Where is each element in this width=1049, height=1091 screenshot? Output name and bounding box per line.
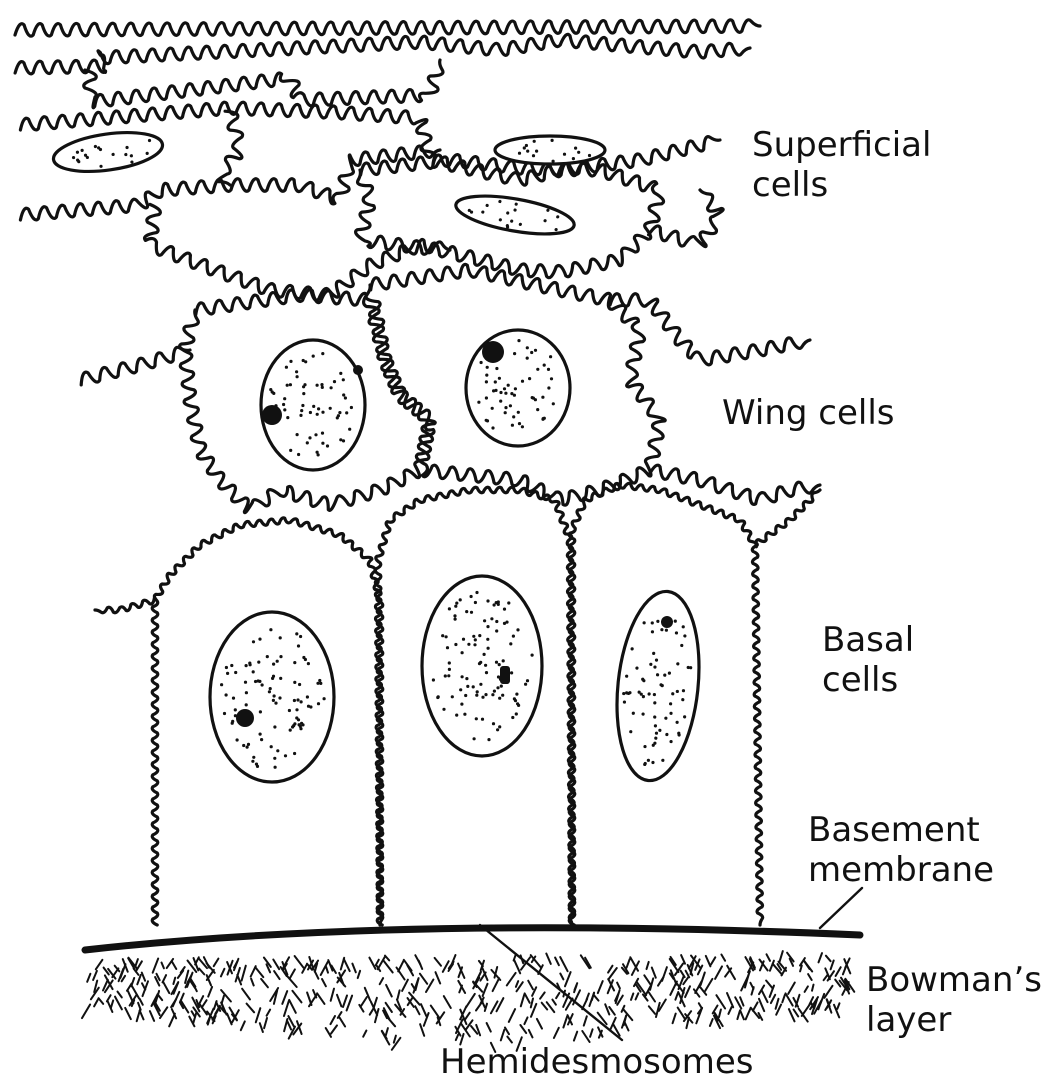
label-basal-cells: Basal cells [822, 620, 914, 700]
superficial-cells-layer [15, 20, 760, 300]
basement-membrane-pointer [820, 888, 862, 928]
basal-nucleus [422, 576, 542, 756]
label-hemidesmosomes: Hemidesmosomes [440, 1042, 753, 1082]
basal-cells-layer [95, 483, 820, 925]
bowmans-layer [82, 951, 854, 1052]
label-superficial-cells: Superficial cells [752, 125, 931, 205]
basement-membrane [85, 928, 860, 950]
superficial-nucleus [453, 189, 577, 241]
basal-nucleus [608, 587, 707, 784]
basal-nucleus [210, 612, 334, 782]
label-wing-cells: Wing cells [722, 393, 894, 433]
wing-cells-layer [81, 264, 820, 512]
hemidesmosomes-pointer [480, 925, 622, 1040]
label-bowmans-layer: Bowman’s layer [866, 960, 1042, 1040]
superficial-nucleus [495, 136, 605, 164]
wing-nucleus [466, 330, 570, 446]
label-basement-membrane: Basement membrane [808, 810, 994, 890]
